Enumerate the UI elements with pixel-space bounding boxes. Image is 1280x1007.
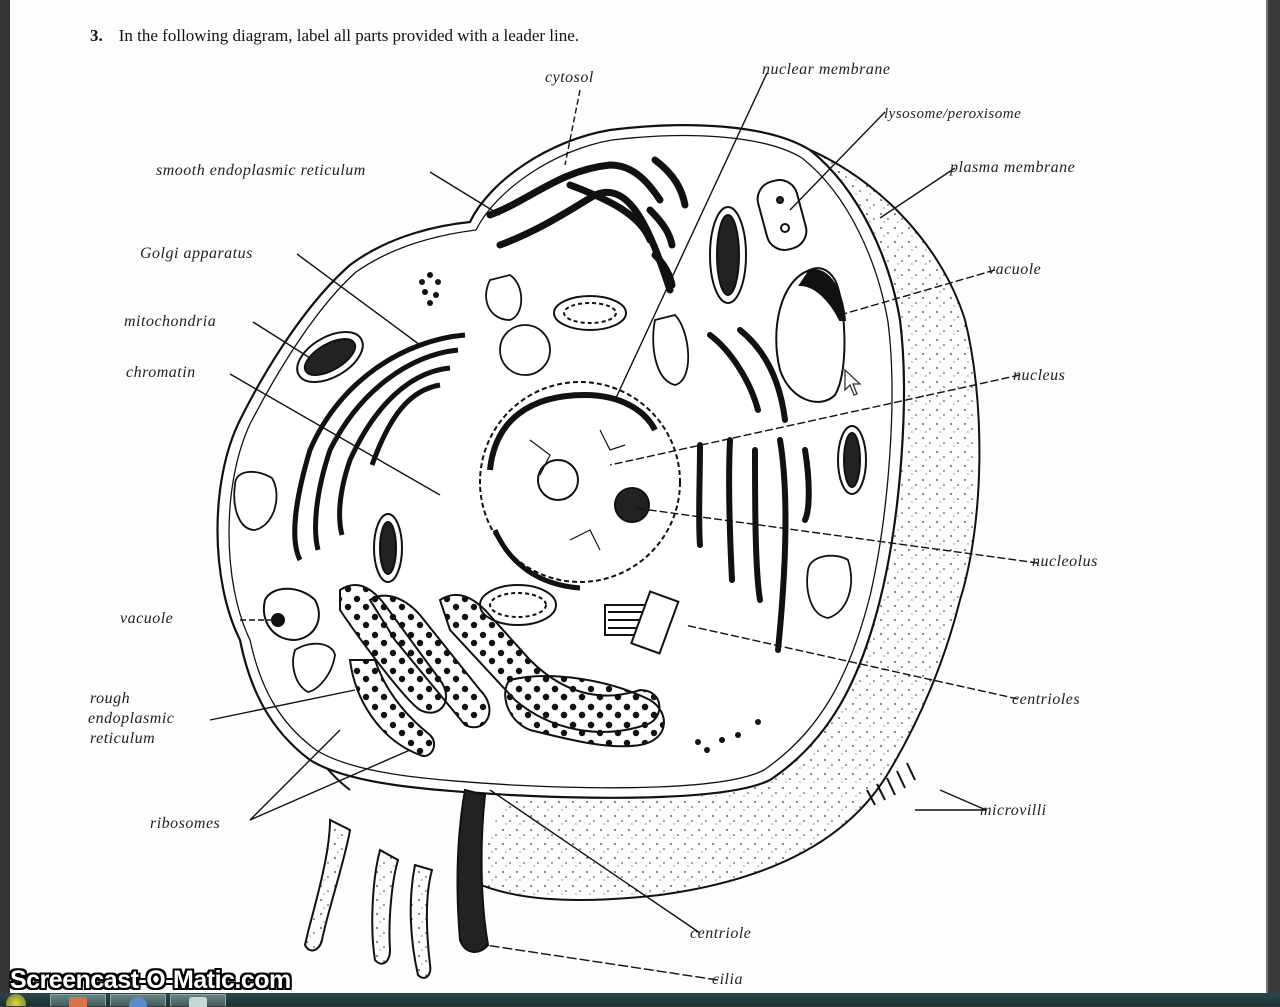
question-number: 3. (90, 26, 103, 45)
label-rough-er-line3: reticulum (90, 730, 156, 747)
worksheet-page: 3. In the following diagram, label all pa… (10, 0, 1266, 993)
screencast-watermark: Screencast-O-Matic.com (10, 966, 291, 994)
label-plasma-membrane: plasma membrane (950, 159, 1076, 176)
window-right-edge (1266, 0, 1280, 993)
microvilli (866, 762, 916, 806)
centrioles (604, 590, 680, 655)
mitochondria (296, 206, 867, 626)
label-mitochondria: mitochondria (124, 313, 217, 330)
question-prompt: 3. In the following diagram, label all pa… (90, 26, 579, 46)
er-tubules (696, 327, 812, 653)
nucleus (479, 381, 681, 591)
label-lysosome-peroxisome: lysosome/peroxisome (884, 106, 1022, 122)
label-centrioles: centrioles (1012, 691, 1081, 708)
vesicles (233, 274, 852, 693)
vacuole-right (775, 267, 847, 403)
label-vacuole-left: vacuole (120, 610, 174, 627)
label-nucleolus: nucleolus (1032, 553, 1098, 570)
cilia (303, 788, 490, 979)
taskbar (0, 993, 1280, 1007)
taskbar-button-browser[interactable] (110, 994, 166, 1007)
window-left-edge (0, 0, 10, 993)
golgi-apparatus (292, 332, 466, 562)
start-orb-icon[interactable] (6, 994, 26, 1006)
label-rough-er-line1: rough (90, 690, 131, 707)
label-rough-er-line2: endoplasmic (88, 710, 175, 727)
taskbar-button-app[interactable] (170, 994, 226, 1007)
lysosome (756, 179, 808, 251)
smooth-er (486, 156, 689, 294)
label-smooth-er: smooth endoplasmic reticulum (156, 162, 366, 179)
taskbar-button-folder[interactable] (50, 994, 106, 1007)
question-text: In the following diagram, label all part… (118, 26, 580, 45)
label-chromatin: chromatin (126, 364, 196, 381)
label-nuclear-membrane: nuclear membrane (762, 61, 891, 78)
label-nucleus: nucleus (1013, 367, 1066, 384)
rough-er (339, 584, 665, 757)
browser-icon (129, 997, 147, 1007)
label-ribosomes: ribosomes (150, 815, 221, 832)
label-microvilli: microvilli (980, 802, 1047, 819)
label-centriole: centriole (690, 925, 752, 942)
leader-lines (209, 72, 1039, 981)
label-vacuole-right: vacuole (988, 261, 1042, 278)
free-ribosomes (419, 272, 761, 753)
vacuole-left (262, 587, 320, 642)
mouse-cursor-icon (844, 368, 862, 396)
folder-icon (69, 997, 87, 1007)
label-cytosol: cytosol (545, 69, 594, 86)
app-icon (189, 997, 207, 1007)
animal-cell-diagram (209, 72, 1039, 981)
label-cilia: cilia (712, 971, 743, 988)
label-golgi-apparatus: Golgi apparatus (140, 245, 253, 262)
